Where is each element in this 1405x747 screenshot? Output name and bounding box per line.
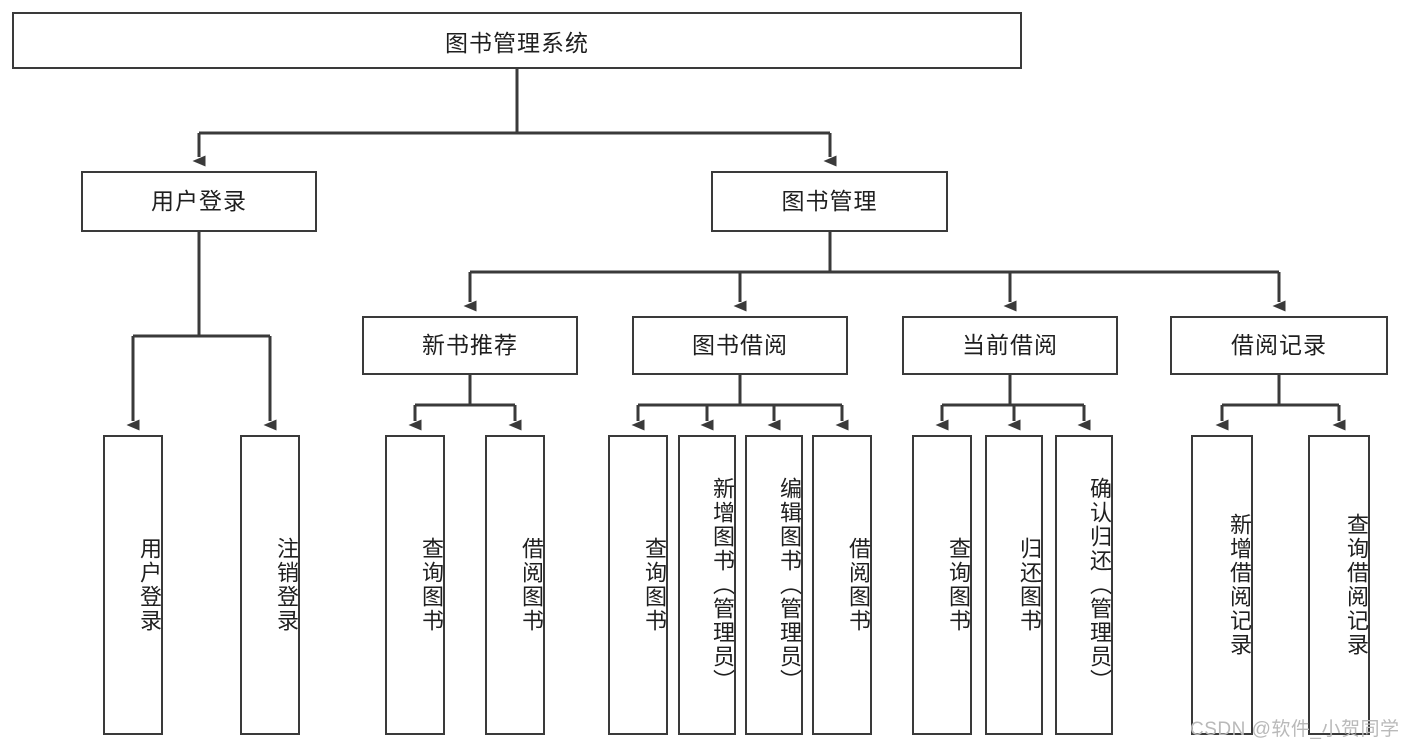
leaf-add-book[interactable]: 新增图书（管理员）: [678, 435, 736, 735]
node-borrow-record[interactable]: 借阅记录: [1170, 316, 1388, 375]
leaf-edit-book[interactable]: 编辑图书（管理员）: [745, 435, 803, 735]
leaf-borrow-book-1[interactable]: 借阅图书: [485, 435, 545, 735]
leaf-query-book-1[interactable]: 查询图书: [385, 435, 445, 735]
leaf-borrow-book-2[interactable]: 借阅图书: [812, 435, 872, 735]
node-book-manage[interactable]: 图书管理: [711, 171, 948, 232]
node-user-login[interactable]: 用户登录: [81, 171, 317, 232]
leaf-query-book-2[interactable]: 查询图书: [608, 435, 668, 735]
node-book-borrow[interactable]: 图书借阅: [632, 316, 848, 375]
node-current-borrow[interactable]: 当前借阅: [902, 316, 1118, 375]
leaf-user-logout[interactable]: 注销登录: [240, 435, 300, 735]
leaf-user-login[interactable]: 用户登录: [103, 435, 163, 735]
leaf-query-record[interactable]: 查询借阅记录: [1308, 435, 1370, 735]
node-new-book-recommend[interactable]: 新书推荐: [362, 316, 578, 375]
leaf-return-book[interactable]: 归还图书: [985, 435, 1043, 735]
node-root[interactable]: 图书管理系统: [12, 12, 1022, 69]
leaf-query-book-3[interactable]: 查询图书: [912, 435, 972, 735]
watermark-label: CSDN @软件_小贺同学: [1190, 719, 1400, 740]
leaf-confirm-return[interactable]: 确认归还（管理员）: [1055, 435, 1113, 735]
leaf-add-record[interactable]: 新增借阅记录: [1191, 435, 1253, 735]
